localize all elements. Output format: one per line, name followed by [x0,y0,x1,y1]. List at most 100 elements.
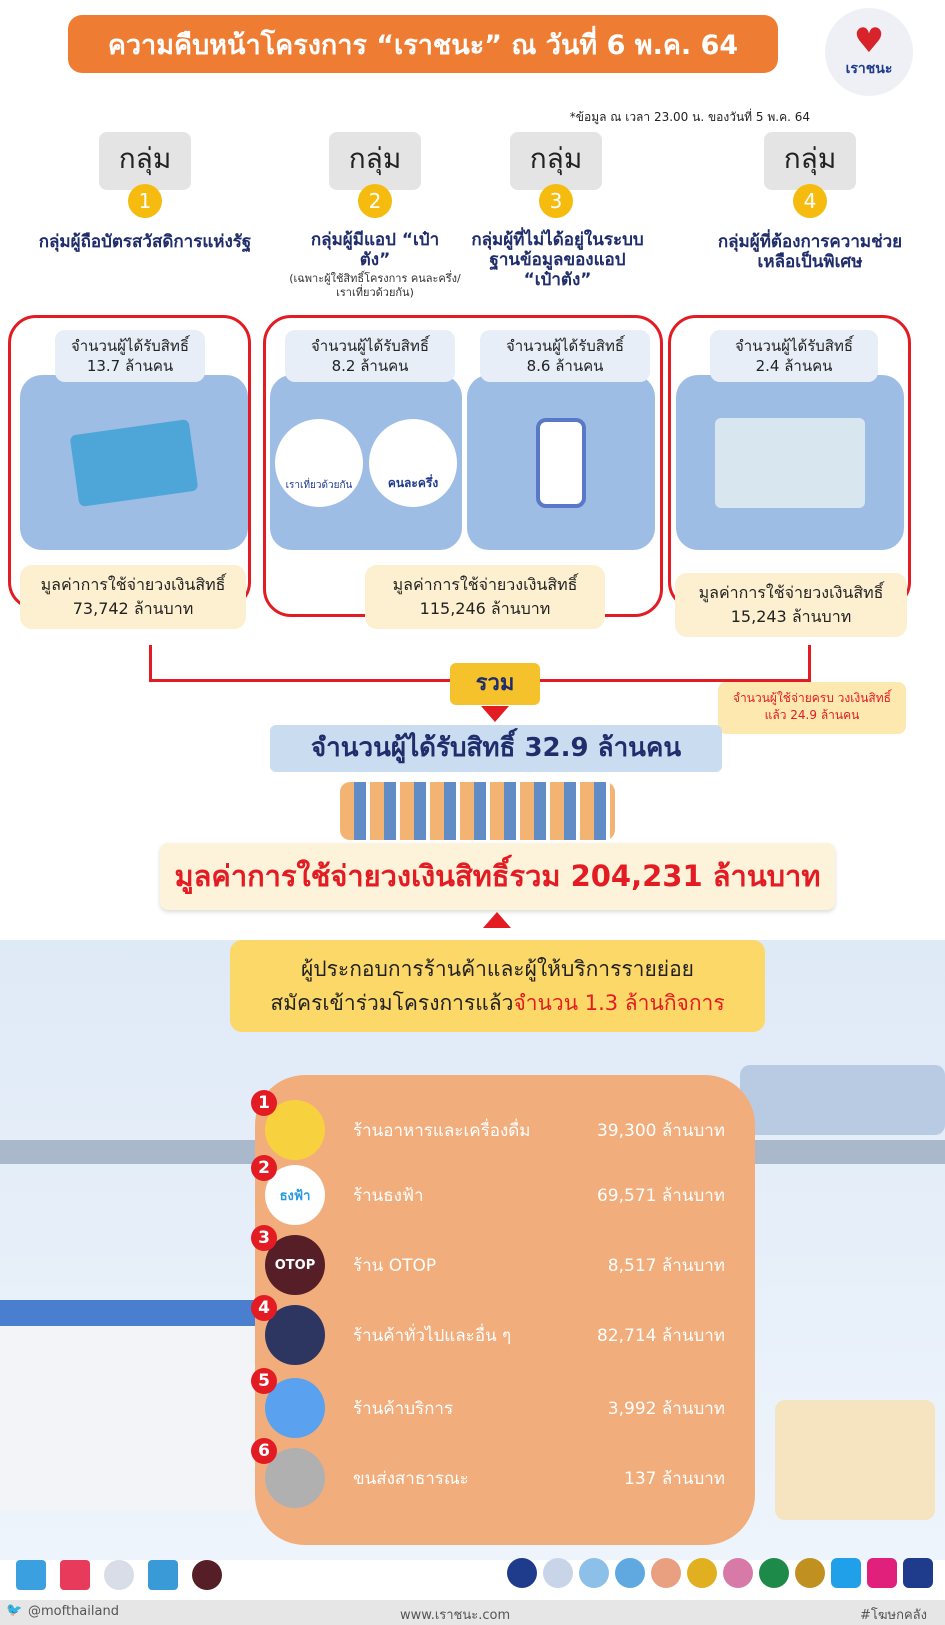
category-number: 2 [251,1155,277,1181]
icon-text: ธงฟ้า [279,1188,311,1204]
category-name: ร้านค้าบริการ [353,1398,454,1419]
recipients-label: จำนวนผู้ได้รับสิทธิ์ [506,337,624,355]
twitter-icon: 🐦 [6,1603,23,1618]
group-1-number: 1 [128,184,162,218]
spend-value: 115,246 ล้านบาท [419,599,551,618]
merchants-count: จำนวน 1.3 ล้านกิจการ [513,991,725,1015]
page-title: ความคืบหน้าโครงการ “เราชนะ” ณ วันที่ 6 พ… [68,15,778,73]
category-number: 3 [251,1225,277,1251]
category-name: ร้าน OTOP [353,1255,437,1276]
otop-logo [192,1560,222,1590]
merchants-line1: ผู้ประกอบการร้านค้าและผู้ให้บริการรายย่อ… [301,957,694,981]
agency-seal-icon [759,1558,789,1588]
welfare-card-illustration [20,375,248,550]
category-name: ร้านอาหารและเครื่องดื่ม [353,1120,531,1141]
rao-chana-logo: ♥เราชนะ [825,8,913,96]
logo-text: เราชนะ [845,61,893,77]
shop-category-icon: 6 [251,1438,325,1508]
shop-category-row: 1 ร้านอาหารและเครื่องดื่ม 39,300 ล้านบาท [251,1090,725,1160]
footer-bar: 🐦 @mofthailand www.เราชนะ.com #โฆษกคลัง [0,1600,945,1625]
kon-la-krueng-logo [60,1560,90,1590]
agency-seal-icon [651,1558,681,1588]
category-name: ขนส่งสาธารณะ [353,1468,469,1489]
twitter-handle[interactable]: @mofthailand [28,1604,119,1619]
shop-category-row: 3 OTOP ร้าน OTOP 8,517 ล้านบาท [251,1225,725,1295]
shop-categories-panel [255,1075,755,1545]
data-note: *ข้อมูล ณ เวลา 23.00 น. ของวันที่ 5 พ.ค.… [569,110,810,124]
shop-category-icon: 1 [251,1090,325,1160]
shop-category-icon: 4 [251,1295,325,1365]
completed-spend-callout: จำนวนผู้ใช้จ่ายครบ วงเงินสิทธิ์แล้ว 24.9… [718,682,906,734]
agency-seal-icon [579,1558,609,1588]
arrow-up-icon [483,912,511,928]
category-value: 39,300 ล้านบาท [596,1120,725,1141]
krungthai-logo [831,1558,861,1588]
agency-seal-icon [723,1558,753,1588]
group-3-head: กลุ่ม [510,132,602,190]
shop-category-icon: 3 OTOP [251,1225,325,1295]
category-value: 69,571 ล้านบาท [596,1185,725,1206]
spend-value: 73,742 ล้านบาท [72,599,194,618]
group-3-label: กลุ่มผู้ที่ไม่ได้อยู่ในระบบฐานข้อมูลของแ… [471,230,644,290]
recipients-value: 8.2 ล้านคน [331,357,409,375]
thong-fah-logo [16,1560,46,1590]
agency-seal-icon [507,1558,537,1588]
total-label: รวม [450,663,540,705]
connector-line [808,645,811,681]
arrow-down-icon [481,706,509,722]
group-2-label: กลุ่มผู้มีแอป “เป๋าตัง” [310,230,440,270]
website-link[interactable]: www.เราชนะ.com [400,1608,511,1623]
spend-value: 15,243 ล้านบาท [730,607,852,626]
merchants-line2: สมัครเข้าร่วมโครงการแล้ว [270,991,514,1015]
icon-text: OTOP [274,1257,316,1273]
shop-category-row: 4 ร้านค้าทั่วไปและอื่น ๆ 82,714 ล้านบาท [251,1295,725,1365]
category-number: 4 [251,1295,277,1321]
heart-icon: ♥ [853,21,885,61]
government-agency-logos [501,1558,933,1588]
group-2-3-spend: มูลค่าการใช้จ่ายวงเงินสิทธิ์ 115,246 ล้าน… [365,565,605,629]
hashtag: #โฆษกคลัง [860,1608,927,1623]
agency-seal-icon [543,1558,573,1588]
group-4-recipients: จำนวนผู้ได้รับสิทธิ์ 2.4 ล้านคน [710,330,878,382]
shop-category-icon: 2 ธงฟ้า [251,1155,325,1225]
skytrain-illustration [740,1065,945,1135]
recipients-value: 13.7 ล้านคน [86,357,174,375]
category-number: 1 [251,1090,277,1116]
recipients-value: 2.4 ล้านคน [755,357,833,375]
shop-category-row: 2 ธงฟ้า ร้านธงฟ้า 69,571 ล้านบาท [251,1155,725,1225]
recipients-label: จำนวนผู้ได้รับสิทธิ์ [311,337,429,355]
kon-la-krueng-logo: คนละครึ่ง [369,418,457,507]
app-logos-illustration: เราเที่ยวด้วยกัน คนละครึ่ง [270,375,462,550]
group-2-sublabel: (เฉพาะผู้ใช้สิทธิ์โครงการ คนละครึ่ง/เราเ… [289,272,461,299]
special-assistance-illustration [676,375,904,550]
category-name: ร้านค้าทั่วไปและอื่น ๆ [353,1325,512,1346]
partner-logos-left [10,1560,222,1590]
group-1-spend: มูลค่าการใช้จ่ายวงเงินสิทธิ์73,742 ล้านบ… [20,565,246,629]
connector-line [149,645,152,681]
group-4-head: กลุ่ม [764,132,856,190]
group-1-recipients: จำนวนผู้ได้รับสิทธิ์ 13.7 ล้านคน [55,330,205,382]
group-3-number: 3 [539,184,573,218]
category-number: 5 [251,1368,277,1394]
ying-chai-ying-dai-logo [148,1560,178,1590]
rao-chana-logo [104,1560,134,1590]
baac-logo [903,1558,933,1588]
recipients-label: จำนวนผู้ได้รับสิทธิ์ [71,337,189,355]
group-1-head: กลุ่ม [99,132,191,190]
merchants-box: ผู้ประกอบการร้านค้าและผู้ให้บริการรายย่อ… [230,940,765,1032]
crowd-illustration [340,782,615,840]
total-recipients: จำนวนผู้ได้รับสิทธิ์ 32.9 ล้านคน [270,725,722,772]
group-1-label: กลุ่มผู้ถือบัตรสวัสดิการแห่งรัฐ [38,232,252,252]
shop-category-icon: 5 [251,1368,325,1438]
group-4-label: กลุ่มผู้ที่ต้องการความช่วยเหลือเป็นพิเศษ [717,232,903,272]
recipients-label: จำนวนผู้ได้รับสิทธิ์ [735,337,853,355]
foodtruck-illustration [775,1400,935,1520]
agency-seal-icon [795,1558,825,1588]
category-value: 82,714 ล้านบาท [596,1325,725,1346]
category-number: 6 [251,1438,277,1464]
group-4-spend: มูลค่าการใช้จ่ายวงเงินสิทธิ์15,243 ล้านบ… [675,573,907,637]
spend-label: มูลค่าการใช้จ่ายวงเงินสิทธิ์ [392,575,578,594]
category-value: 3,992 ล้านบาท [607,1398,725,1419]
phone-app-illustration [467,375,655,550]
shop-category-row: 5 ร้านค้าบริการ 3,992 ล้านบาท [251,1368,725,1438]
